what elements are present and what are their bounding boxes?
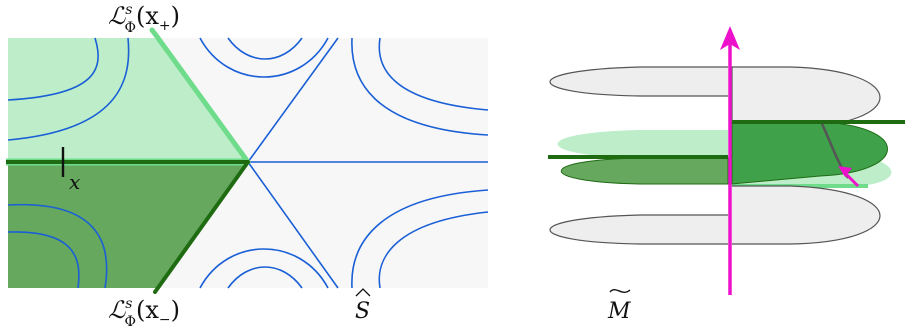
flow-arrowhead [838, 166, 852, 177]
level-curve [351, 189, 489, 289]
level-curve [227, 266, 303, 289]
tilde-accent [609, 289, 631, 293]
level-curve [7, 37, 130, 141]
upper-gray-sheet-left [549, 66, 728, 97]
surface-label: S [355, 288, 371, 324]
left-light-sheet [557, 130, 728, 158]
lower-gray-sheet-right [732, 185, 881, 245]
hat-accent [355, 288, 371, 297]
level-curve [351, 37, 489, 136]
lower-leaf-line [153, 160, 250, 294]
level-curve [199, 37, 329, 78]
axis-arrowhead [720, 26, 740, 50]
left-dark-sheet [560, 157, 729, 185]
level-curve [7, 203, 108, 289]
level-curve [7, 231, 80, 289]
right-panel: M [548, 26, 905, 324]
level-curve [378, 211, 489, 289]
upper-leaf-line [155, 35, 251, 165]
svg-text:S: S [355, 299, 370, 324]
upper-wedge-region [8, 38, 248, 162]
lower-gray-sheet [549, 214, 728, 245]
level-curve [199, 248, 329, 289]
level-curve [227, 37, 303, 60]
flow-arrow-shaft [844, 172, 860, 188]
upper-leaf-line-ext [149, 27, 161, 41]
manifold-label: M [607, 289, 631, 324]
lower-wedge-region [8, 162, 248, 288]
point-x-label: x [69, 170, 80, 194]
svg-text:M: M [607, 299, 631, 324]
level-curve [378, 37, 489, 111]
separatrix-lower [247, 161, 339, 289]
separatrix-upper [247, 37, 339, 163]
level-curves [7, 37, 489, 289]
level-curve [7, 37, 99, 101]
upper-gray-sheet [731, 66, 881, 129]
